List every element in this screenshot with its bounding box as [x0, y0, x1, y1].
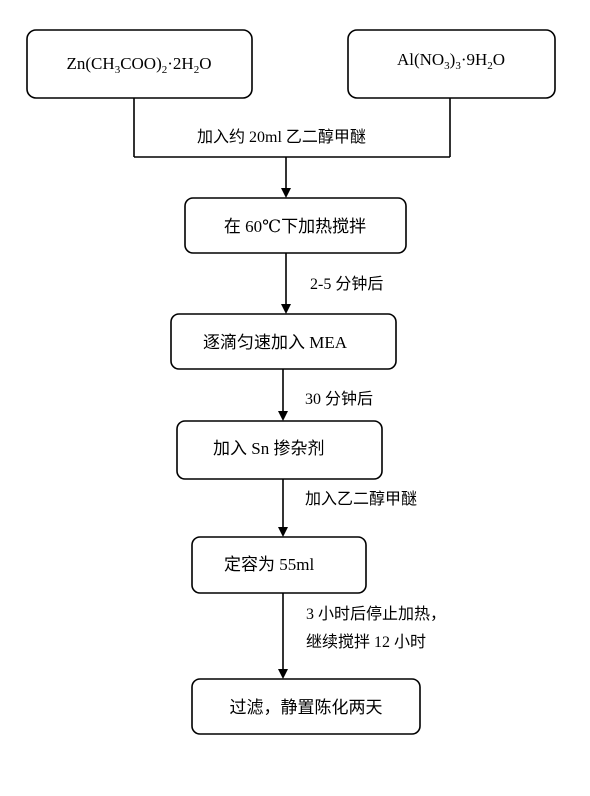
step-box-4 [191, 536, 367, 594]
step-label-5: 过滤，静置陈化两天 [230, 698, 383, 717]
arrowhead-0 [281, 188, 291, 198]
step-label-4: 定容为 55ml [224, 555, 314, 574]
merge-label: 加入约 20ml 乙二醇甲醚 [197, 128, 366, 146]
input-box-zinc [26, 29, 253, 99]
step-label-1: 在 60℃下加热搅拌 [224, 217, 366, 236]
transition-label-3: 加入乙二醇甲醚 [305, 490, 417, 508]
step-label-2: 逐滴匀速加入 MEA [203, 333, 348, 352]
arrowhead-2 [278, 411, 288, 421]
transition-label-1: 2-5 分钟后 [310, 275, 383, 293]
arrowhead-1 [281, 304, 291, 314]
arrowhead-3 [278, 527, 288, 537]
step-box-1 [184, 197, 407, 254]
step-box-3 [176, 420, 383, 480]
input-zinc-formula: Zn(CH3COO)2·2H2O [67, 54, 212, 76]
transition-label-2: 30 分钟后 [305, 390, 373, 408]
transition-label-4-line-2: 继续搅拌 12 小时 [306, 633, 426, 651]
step-label-3: 加入 Sn 掺杂剂 [213, 439, 324, 458]
input-aluminum-formula: Al(NO3)3·9H2O [397, 50, 505, 72]
input-box-aluminum [347, 29, 556, 99]
arrowhead-4 [278, 669, 288, 679]
step-box-5 [191, 678, 421, 735]
transition-label-4-line-1: 3 小时后停止加热， [306, 605, 446, 623]
